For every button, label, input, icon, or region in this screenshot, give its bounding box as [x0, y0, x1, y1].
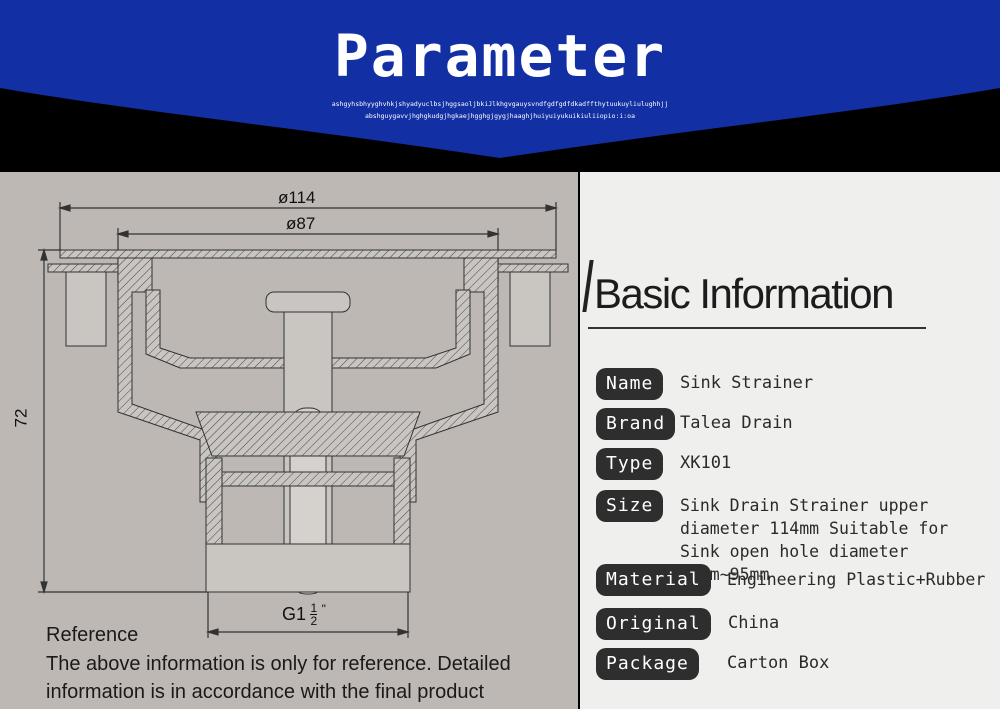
header-banner: [0, 0, 1000, 158]
info-value: Carton Box: [727, 653, 830, 673]
dim-inner-diameter: ø87: [286, 214, 316, 233]
title-underline: [588, 327, 926, 329]
strainer-cross-section-drawing: [38, 202, 569, 638]
header-subtitle-line2: abshguygavvjhghgkudgjhgkaejhgghgjgygjhaa…: [364, 112, 636, 120]
dim-height: 72: [11, 408, 31, 428]
info-value: Engineering Plastic+Rubber: [727, 570, 986, 589]
dim-thread-denominator: 2: [310, 614, 318, 628]
info-panel: Basic Information Name Sink Strainer Bra…: [580, 172, 1000, 709]
info-title: Basic Information: [594, 270, 894, 317]
reference-title: Reference: [46, 624, 139, 646]
dim-thread-main: G1: [282, 604, 307, 624]
info-label: Material: [596, 564, 711, 596]
dim-outer-diameter: ø114: [278, 188, 316, 207]
info-label: Original: [596, 608, 711, 640]
title-accent-bar: [582, 260, 594, 312]
diagram-panel: ø114 ø87 72 G1 1 2 " Reference The above…: [0, 172, 578, 709]
info-value: Talea Drain: [680, 413, 793, 433]
info-label: Size: [596, 490, 664, 522]
info-label: Type: [596, 448, 664, 480]
dim-thread-fraction: 1 2: [310, 601, 318, 628]
info-label: Package: [596, 648, 699, 680]
info-value: China: [728, 613, 780, 633]
header-subtitle-line1: ashgyhsbhyyghvhkjshyadyuclbsjhggsaoljbki…: [331, 100, 669, 108]
info-label: Name: [596, 368, 664, 400]
dim-thread-mark: ": [321, 602, 326, 616]
page-title: Parameter: [333, 22, 667, 90]
reference-text: The above information is only for refere…: [46, 653, 511, 703]
info-value: Sink Strainer: [680, 373, 814, 393]
header: Parameter ashgyhsbhyyghvhkjshyadyuclbsjh…: [0, 0, 1000, 172]
info-label: Brand: [596, 408, 676, 440]
dim-thread: G1 1 2 ": [282, 602, 326, 627]
info-value: XK101: [680, 453, 732, 473]
dim-thread-numerator: 1: [310, 601, 318, 615]
